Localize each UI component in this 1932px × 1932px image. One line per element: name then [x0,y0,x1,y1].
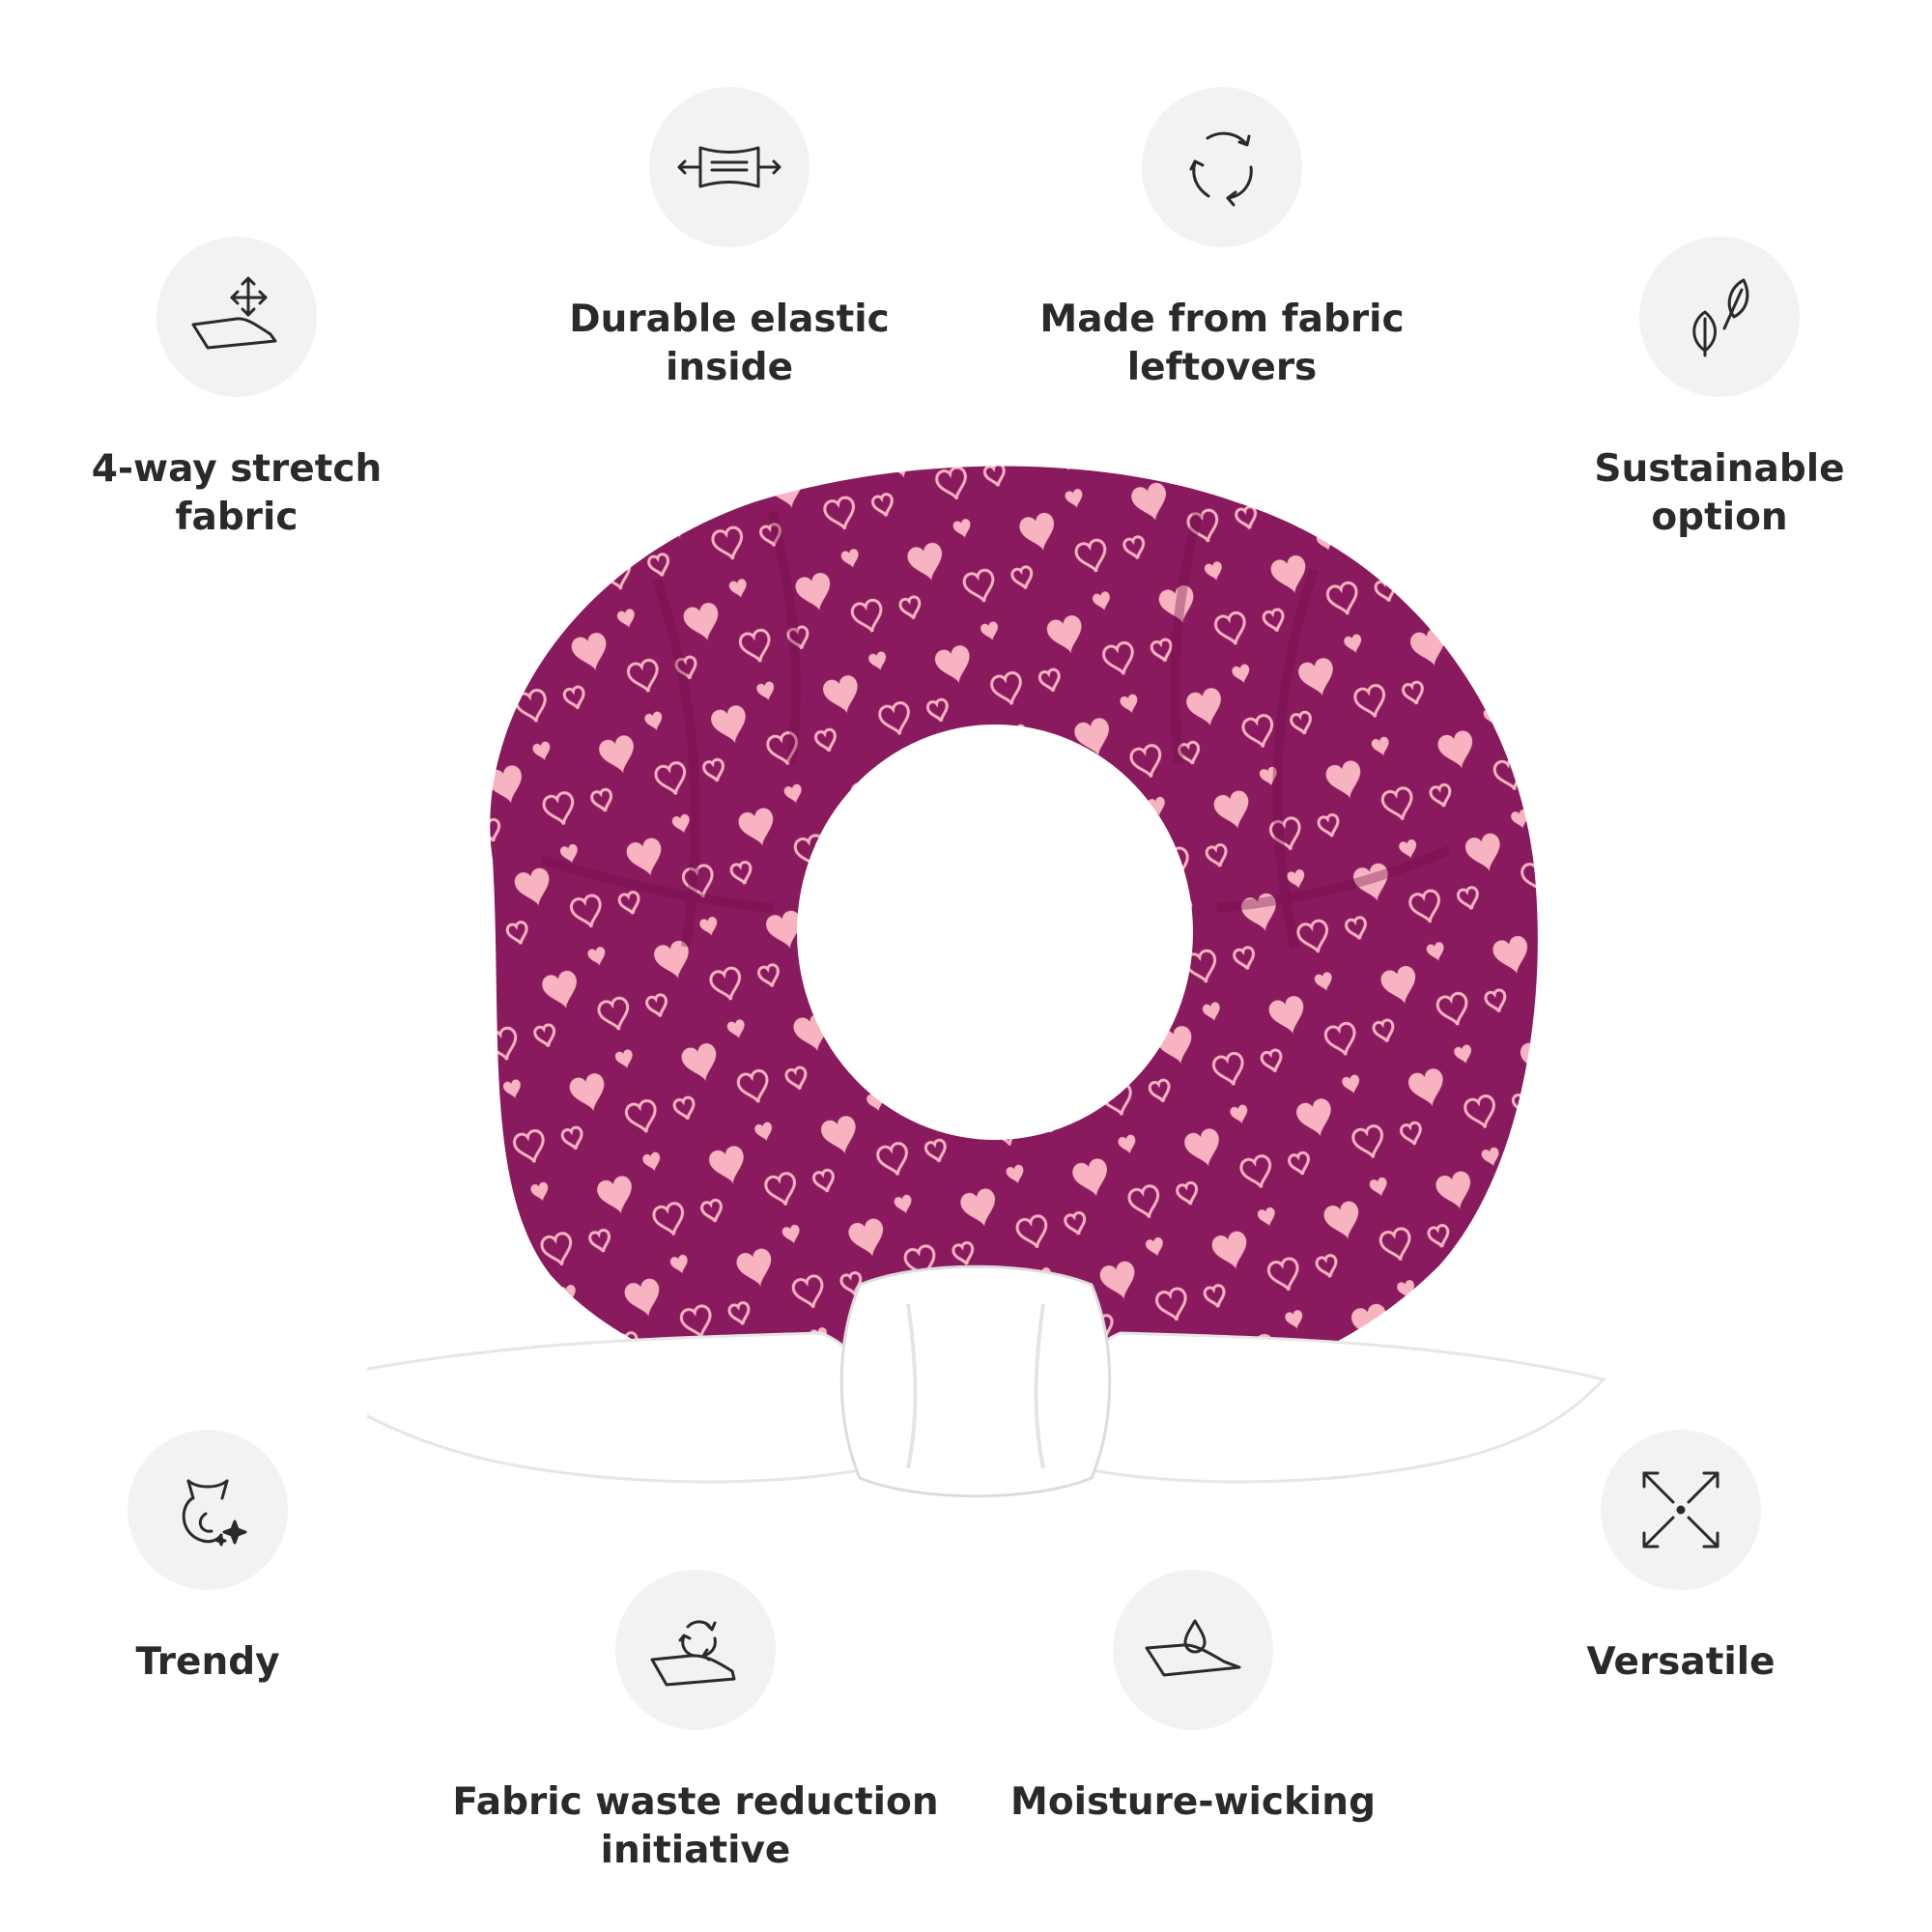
expand-arrows-icon [1601,1430,1761,1590]
feature-label: Durable elastic inside [569,298,890,389]
leaves-icon [1639,237,1800,397]
stretch-fabric-icon [156,237,317,397]
feature-label: Versatile [1586,1640,1776,1684]
feature-elastic: Durable elastic inside [478,87,980,392]
feature-label: Made from fabric leftovers [1039,298,1405,389]
scrunchie-image [367,444,1623,1526]
feature-label: Trendy [135,1640,280,1684]
feature-waste: Fabric waste reduction initiative [444,1570,947,1875]
feature-versatile: Versatile [1430,1430,1932,1687]
feature-label: Moisture-wicking [1010,1780,1376,1824]
feature-moisture: Moisture-wicking [942,1570,1444,1827]
bow-knot [839,1264,1112,1498]
feature-sustainable: Sustainable option [1468,237,1932,542]
feature-label: 4-way stretch fabric [91,447,383,539]
feature-stretch: 4-way stretch fabric [0,237,488,542]
feature-trendy: Trendy [0,1430,459,1687]
water-drop-fabric-icon [1113,1570,1273,1730]
feature-label: Fabric waste reduction initiative [452,1780,939,1872]
fabric-recycle-icon [615,1570,776,1730]
elastic-icon [649,87,810,247]
cat-sparkle-icon [128,1430,288,1590]
feature-label: Sustainable option [1594,447,1845,539]
feature-leftovers: Made from fabric leftovers [971,87,1473,392]
recycle-arrows-icon [1142,87,1302,247]
